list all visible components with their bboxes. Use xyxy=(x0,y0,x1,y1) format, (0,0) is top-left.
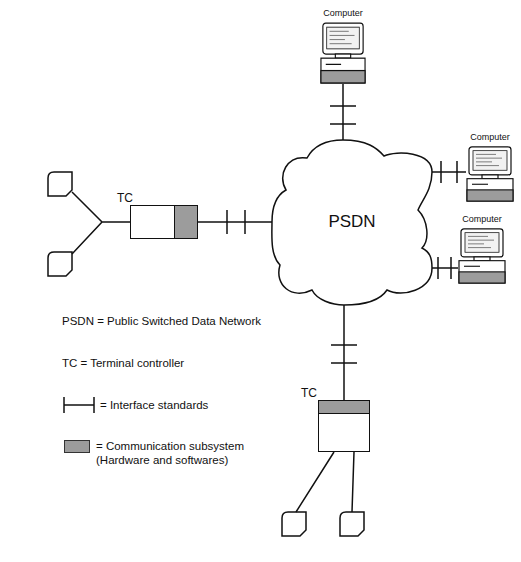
terminal-symbol xyxy=(340,512,364,536)
screen-lines xyxy=(468,236,494,247)
screen-lines xyxy=(330,31,355,43)
interface-bar xyxy=(93,397,95,413)
computer-label: Computer xyxy=(462,214,502,225)
screen xyxy=(465,233,499,253)
network-cloud: PSDN xyxy=(272,140,432,305)
screen xyxy=(473,151,507,171)
computer-label: Computer xyxy=(323,8,363,19)
controller-label: TC xyxy=(301,386,317,400)
network-label: PSDN xyxy=(328,212,375,232)
legend-swatch xyxy=(64,440,90,453)
terminal-controller: TC xyxy=(130,205,198,239)
terminal-wire xyxy=(296,452,354,512)
terminal-symbol xyxy=(48,172,72,196)
network-link xyxy=(432,267,458,269)
computer-node: Computer xyxy=(466,146,514,202)
interface-legend-symbol xyxy=(64,397,94,413)
monitor xyxy=(469,147,511,175)
drive-slot xyxy=(472,184,488,185)
monitor xyxy=(461,229,503,257)
communication-subsystem xyxy=(174,206,197,238)
computer-node: Computer xyxy=(458,228,506,284)
system-unit xyxy=(459,261,505,283)
interface-bar xyxy=(63,397,65,413)
computer-icon xyxy=(466,146,514,202)
legend-row: = Communication subsystem (Hardware and … xyxy=(64,439,256,467)
computer-label: Computer xyxy=(470,132,510,143)
monitor-stand xyxy=(474,257,490,261)
legend-text: = Interface standards xyxy=(100,398,208,412)
legend-text: = Communication subsystem (Hardware and … xyxy=(96,439,256,467)
computer-icon xyxy=(320,22,366,84)
network-link xyxy=(343,305,345,400)
monitor xyxy=(323,23,363,54)
drive-slot xyxy=(464,266,480,267)
communication-subsystem xyxy=(321,71,365,83)
legend-note: PSDN = Public Switched Data Network xyxy=(62,314,261,328)
legend-row: = Interface standards xyxy=(100,398,208,412)
screen xyxy=(327,27,360,49)
cloud-shape xyxy=(272,140,432,305)
network-link xyxy=(198,221,272,223)
screen-lines xyxy=(476,154,502,165)
computer-node: Computer xyxy=(320,22,366,84)
network-link xyxy=(342,84,344,140)
communication-subsystem xyxy=(467,190,513,201)
terminal-symbol xyxy=(282,512,306,536)
system-unit xyxy=(321,58,365,83)
system-unit xyxy=(467,179,513,201)
drive-slot xyxy=(326,64,341,65)
terminal-symbol xyxy=(48,252,72,276)
communication-subsystem xyxy=(319,401,369,414)
communication-subsystem xyxy=(459,272,505,283)
computer-icon xyxy=(458,228,506,284)
controller-label: TC xyxy=(117,191,133,205)
network-link xyxy=(432,171,466,173)
legend-note: TC = Terminal controller xyxy=(62,356,184,370)
terminal-controller: TC xyxy=(318,400,370,452)
interface-line xyxy=(64,404,94,406)
